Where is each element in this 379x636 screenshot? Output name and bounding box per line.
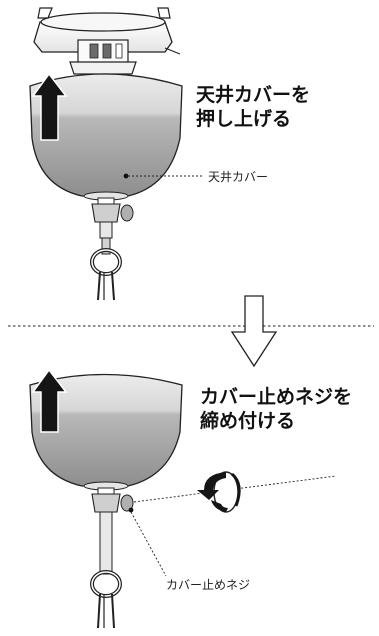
- up-arrow-icon: [31, 368, 68, 433]
- up-arrow-icon: [31, 72, 68, 141]
- step1-illustration: [29, 7, 204, 301]
- step1-callout-label: 天井カバー: [208, 170, 269, 184]
- step1-instruction: 天井カバーを 押し上げる: [196, 83, 310, 131]
- step1-instruction-line2: 押し上げる: [196, 108, 292, 130]
- step2-instruction-line1: カバー止めネジを: [200, 386, 353, 408]
- callout-line-1: [123, 173, 204, 179]
- down-arrow-icon: [230, 295, 278, 368]
- step2-illustration: [29, 368, 337, 629]
- rotation-arrow-icon: [197, 471, 241, 513]
- step2-instruction: カバー止めネジを 締め付ける: [200, 385, 352, 433]
- step2-instruction-line2: 締め付ける: [200, 410, 296, 432]
- cover-screw-1: [90, 203, 134, 301]
- cover-screw-2: [90, 493, 134, 629]
- ceiling-cover-2: [29, 373, 183, 495]
- connector-block: [69, 39, 137, 75]
- ceiling-base: [33, 7, 181, 55]
- step1-instruction-line1: 天井カバーを: [196, 84, 311, 106]
- step2-callout-label: カバー止めネジ: [166, 578, 251, 592]
- ceiling-cover-1: [29, 73, 183, 205]
- callout-line-2: [128, 507, 167, 577]
